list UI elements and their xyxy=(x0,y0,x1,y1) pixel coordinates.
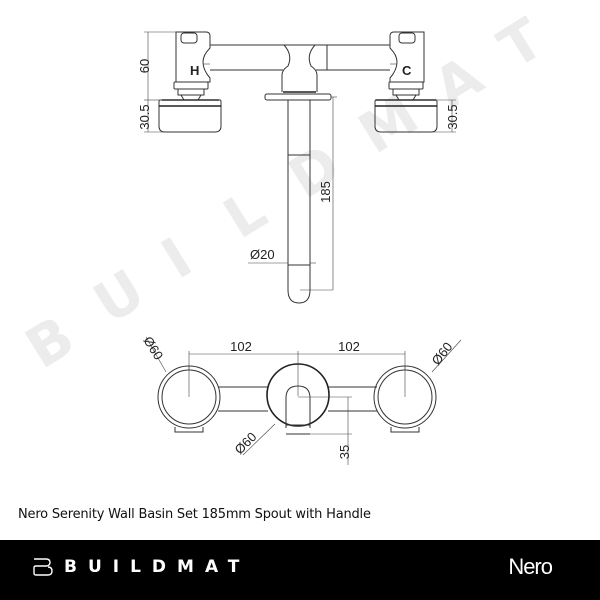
dim-right-plate: Ø60 xyxy=(429,339,456,368)
side-view: H C xyxy=(137,31,460,304)
front-view: 102 102 Ø60 Ø60 Ø60 35 xyxy=(140,334,462,465)
watermark-letter: U xyxy=(83,258,156,337)
hot-label: H xyxy=(190,63,199,78)
product-caption: Nero Serenity Wall Basin Set 185mm Spout… xyxy=(18,507,371,522)
dim-left-spacing: 102 xyxy=(230,339,252,354)
watermark-letter: I xyxy=(151,226,203,292)
watermark-letter: L xyxy=(213,178,278,252)
technical-drawing: B U I L D M A T H xyxy=(15,7,555,465)
buildmat-logo[interactable]: BUILDMAT xyxy=(32,557,250,577)
right-handle xyxy=(374,31,438,133)
watermark: B U I L D M A T xyxy=(15,7,555,382)
dim-flange-right: 30.5 xyxy=(445,104,460,129)
cold-label: C xyxy=(402,63,412,78)
dim-handle-height: 60 xyxy=(137,59,152,73)
dim-center-plate: Ø60 xyxy=(232,429,260,457)
watermark-letter: D xyxy=(278,132,352,212)
left-handle xyxy=(158,31,222,133)
dim-spout-diameter: Ø20 xyxy=(250,247,275,262)
dim-flange-left: 30.5 xyxy=(137,104,152,129)
nero-logo[interactable]: Nero xyxy=(508,554,553,579)
footer-bar: BUILDMAT Nero xyxy=(0,540,600,600)
buildmat-b-icon xyxy=(33,558,53,576)
spout xyxy=(287,100,333,304)
dim-left-plate: Ø60 xyxy=(140,334,166,363)
brand-name: BUILDMAT xyxy=(64,557,251,577)
dim-right-spacing: 102 xyxy=(338,339,360,354)
watermark-letter: T xyxy=(488,7,555,82)
watermark-letter: B xyxy=(15,304,86,382)
dim-spout-length: 185 xyxy=(318,181,333,203)
dim-spout-drop: 35 xyxy=(337,445,352,459)
